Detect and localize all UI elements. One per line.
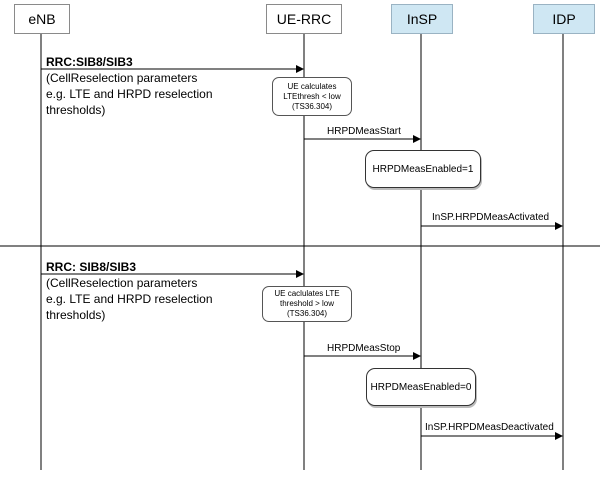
rrc-message-2-line2: (CellReselection parameters — [46, 276, 198, 290]
rrc-message-1-line2: (CellReselection parameters — [46, 71, 198, 85]
rrc-message-2: RRC: SIB8/SIB3 (CellReselection paramete… — [46, 259, 213, 323]
actor-idp-label: IDP — [552, 11, 576, 27]
rrc-message-1-title: RRC:SIB8/SIB3 — [46, 55, 133, 69]
actor-insp: InSP — [391, 4, 453, 34]
actor-enb-label: eNB — [28, 11, 56, 27]
ue-calc-note-1: UE calculates LTEthresh < low (TS36.304) — [272, 77, 352, 116]
actor-ue-rrc: UE-RRC — [266, 4, 342, 34]
meas-activated-label: InSP.HRPDMeasActivated — [432, 212, 550, 223]
rrc-message-1: RRC:SIB8/SIB3 (CellReselection parameter… — [46, 54, 213, 118]
rrc-message-2-title: RRC: SIB8/SIB3 — [46, 260, 137, 274]
meas-stop-label: HRPDMeasStop — [327, 343, 401, 354]
meas-start-label: HRPDMeasStart — [327, 126, 401, 137]
rrc-message-1-line4: thresholds) — [46, 103, 106, 117]
meas-deactivated-label: InSP.HRPDMeasDeactivated — [425, 422, 554, 433]
meas-enabled-state-0: HRPDMeasEnabled=0 — [366, 368, 476, 406]
rrc-message-1-line3: e.g. LTE and HRPD reselection — [46, 87, 213, 101]
actor-ue-rrc-label: UE-RRC — [276, 11, 332, 27]
actor-idp: IDP — [533, 4, 595, 34]
ue-calc-note-2: UE caclulates LTE threshold > low (TS36.… — [262, 286, 352, 322]
rrc-message-2-line4: thresholds) — [46, 308, 106, 322]
meas-enabled-state-1: HRPDMeasEnabled=1 — [365, 150, 481, 188]
actor-insp-label: InSP — [406, 11, 438, 27]
actor-enb: eNB — [14, 4, 70, 34]
rrc-message-2-line3: e.g. LTE and HRPD reselection — [46, 292, 213, 306]
